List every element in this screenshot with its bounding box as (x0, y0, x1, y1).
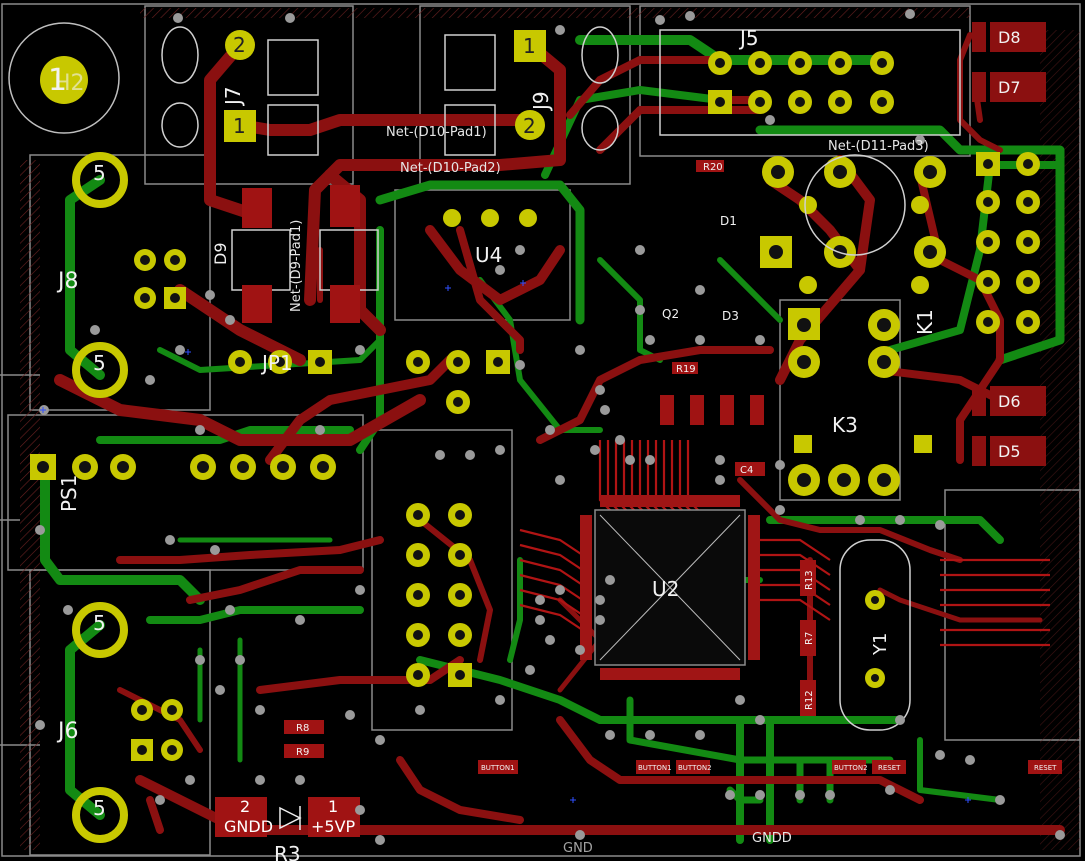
pad-number: 1 (328, 797, 338, 816)
ref-J5: J5 (738, 26, 759, 50)
ref-J9: J9 (529, 91, 553, 112)
reset-label: RESET (878, 764, 901, 772)
power-pad-labels: 2 GNDD 1 +5VP (224, 797, 356, 836)
ref-J8: J8 (56, 269, 79, 294)
ref-C4: C4 (740, 465, 753, 476)
pad-number: 2 (523, 114, 536, 138)
reset-label: RESET (1034, 764, 1057, 772)
button-test-pads[interactable] (478, 760, 1062, 774)
ref-R20: R20 (703, 162, 723, 173)
connector-ring-labels: 5 5 5 5 (93, 161, 106, 820)
ref-Q2: Q2 (662, 307, 679, 321)
button1-label: BUTTON1 (481, 764, 515, 772)
ref-PS1: PS1 (57, 475, 81, 512)
vias (35, 9, 1065, 845)
ring-label: 5 (93, 351, 106, 375)
ref-U4: U4 (475, 243, 502, 267)
connector-ring-pads[interactable] (72, 152, 128, 843)
ref-R9: R9 (296, 747, 309, 758)
mounting-hole-outline (8, 22, 120, 134)
net-labels: Net-(D10-Pad1) Net-(D10-Pad2) Net-(D9-Pa… (289, 125, 929, 856)
ref-D3: D3 (722, 309, 739, 323)
ref-R12: R12 (804, 690, 815, 710)
mounting-hole-pad[interactable] (40, 56, 88, 104)
silkscreen-labels: J5 J7 J9 J8 J6 U4 PS1 JP1 K1 K3 D9 D1 D3… (56, 26, 937, 861)
pad-number: 1 (523, 34, 536, 58)
button2-label: BUTTON2 (834, 764, 868, 772)
ref-R3: R3 (274, 842, 301, 861)
ref-R8: R8 (296, 723, 309, 734)
ring-label: 5 (93, 796, 106, 820)
ref-D5: D5 (998, 442, 1021, 461)
ref-R7: R7 (804, 632, 815, 645)
ref-Y1: Y1 (870, 633, 891, 656)
gndd-pad-label: GNDD (224, 817, 273, 836)
ref-R13: R13 (804, 570, 815, 590)
ring-label: 5 (93, 611, 106, 635)
j7-j9-pad-numbers: 2 1 1 2 (233, 33, 536, 138)
through-hole-pads[interactable] (30, 51, 1040, 761)
net-d11-pad3: Net-(D11-Pad3) (828, 139, 929, 154)
net-gndd-bottom: GNDD (752, 831, 792, 846)
ref-R19: R19 (676, 364, 696, 375)
ref-D6: D6 (998, 392, 1021, 411)
mounting-hole-pad-number: 1 (48, 63, 67, 98)
pad-drills (37, 58, 1033, 755)
ref-D7: D7 (998, 78, 1021, 97)
vp-pad-label: +5VP (311, 817, 356, 836)
net-d10-pad1: Net-(D10-Pad1) (386, 125, 487, 140)
led-labels: D8 D7 D6 D5 (998, 28, 1021, 461)
smd-led-pads[interactable] (972, 22, 1046, 466)
ref-U2: U2 (652, 577, 679, 601)
ref-K3: K3 (832, 413, 858, 437)
ref-K1: K1 (913, 309, 937, 335)
button1-label: BUTTON1 (638, 764, 672, 772)
pad-number: 1 (233, 114, 246, 138)
j7-j9-pads[interactable] (224, 30, 546, 142)
net-gnd-small: GND (563, 841, 593, 856)
net-d10-pad2: Net-(D10-Pad2) (400, 161, 501, 176)
button-test-pad-labels: BUTTON1 BUTTON1 BUTTON2 BUTTON2 RESET RE… (481, 764, 1057, 772)
ref-JP1: JP1 (260, 351, 293, 375)
pad-number: 2 (233, 33, 246, 57)
ref-D1: D1 (720, 214, 737, 228)
origin-markers (40, 280, 971, 803)
ref-D9: D9 (211, 243, 230, 266)
net-d9-pad1: Net-(D9-Pad1) (289, 220, 304, 312)
ref-J6: J6 (56, 719, 79, 744)
ref-D8: D8 (998, 28, 1021, 47)
ref-H2: H2 (54, 71, 85, 96)
u2-mcu[interactable]: U2 (580, 495, 760, 680)
pad-number: 2 (240, 797, 250, 816)
ref-J7: J7 (221, 86, 245, 107)
ring-label: 5 (93, 161, 106, 185)
diode-smd-pads[interactable] (215, 185, 360, 837)
smd-resistors[interactable] (284, 160, 816, 758)
button2-label: BUTTON2 (678, 764, 712, 772)
